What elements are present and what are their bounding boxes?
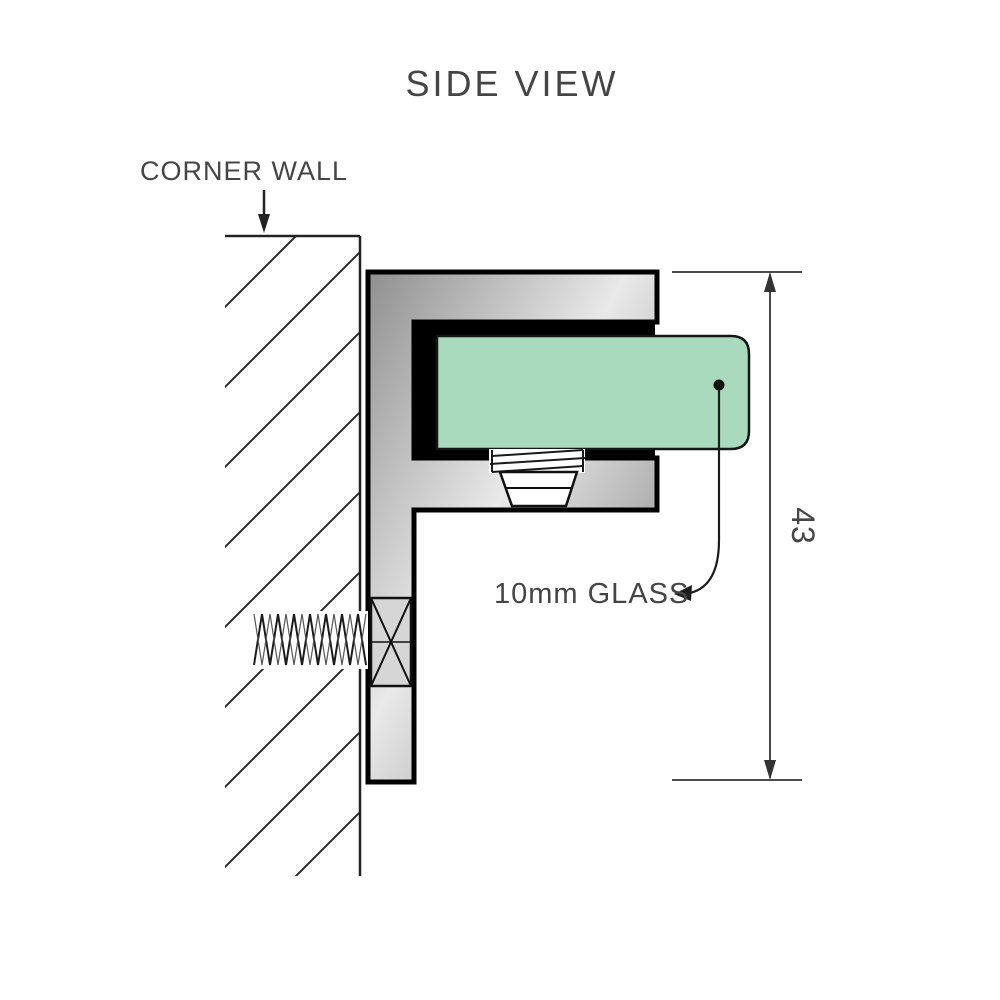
glass-label: 10mm GLASS [494, 578, 689, 610]
corner-wall-arrow [258, 190, 270, 233]
glass-leader [674, 379, 725, 601]
wall-hatching-icon [225, 237, 359, 876]
leader-arrow-icon [674, 585, 692, 601]
bracket-profile [365, 269, 660, 785]
diagram-title: SIDE VIEW [405, 63, 618, 104]
grub-screw [489, 449, 586, 508]
dimension-arrow-bottom-icon [764, 760, 776, 780]
wall [225, 234, 362, 876]
corner-wall-label: CORNER WALL [140, 156, 348, 186]
dimension-arrow-top-icon [764, 272, 776, 292]
dimension-label: 43 [785, 507, 821, 545]
mounting-screw [252, 611, 368, 669]
glass-panel [435, 334, 751, 451]
dimension-43: 43 [672, 271, 821, 781]
screw-head [369, 596, 413, 688]
